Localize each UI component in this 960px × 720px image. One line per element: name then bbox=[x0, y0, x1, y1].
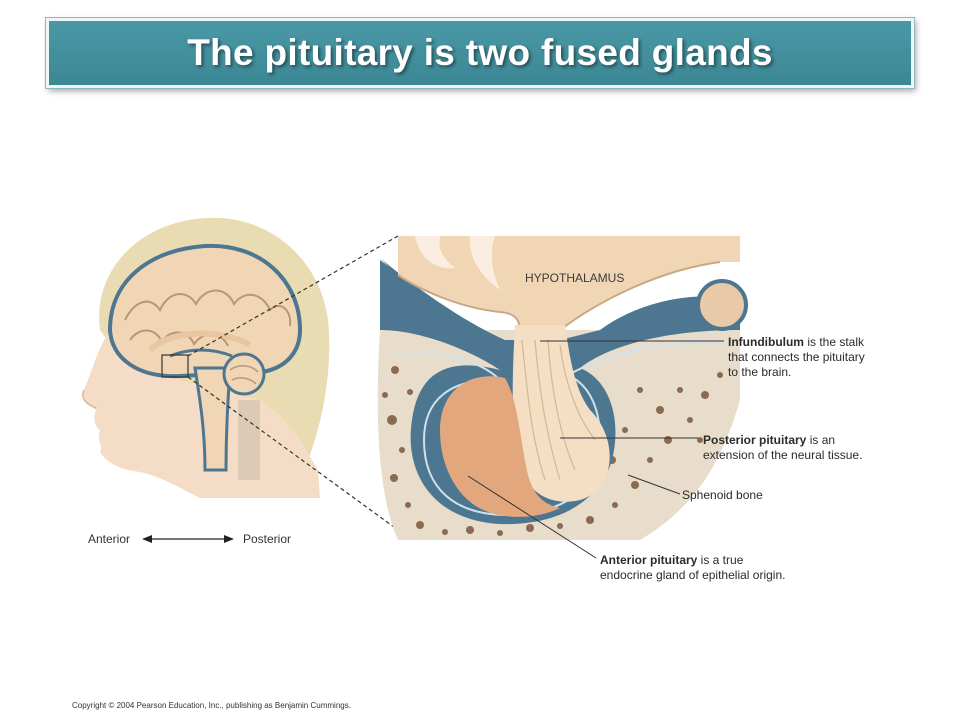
callout-text: that connects the pituitary bbox=[728, 350, 865, 364]
callout-sphenoid-bone: Sphenoid bone bbox=[682, 488, 763, 502]
callout-posterior-pituitary: Posterior pituitary is an extension of t… bbox=[703, 433, 862, 463]
callout-text: endocrine gland of epithelial origin. bbox=[600, 568, 786, 582]
callout-leader-lines bbox=[467, 340, 724, 559]
posterior-label: Posterior bbox=[243, 532, 292, 546]
callout-text: extension of the neural tissue. bbox=[703, 448, 863, 462]
callout-infundibulum: Infundibulum is the stalk that connects … bbox=[728, 335, 865, 380]
title-banner: The pituitary is two fused glands bbox=[46, 18, 914, 88]
hypothalamus-label: HYPOTHALAMUS bbox=[525, 271, 625, 285]
copyright-notice: Copyright © 2004 Pearson Education, Inc.… bbox=[72, 701, 351, 710]
callout-anterior-pituitary: Anterior pituitary is a true endocrine g… bbox=[600, 553, 785, 583]
callout-term: Posterior pituitary bbox=[703, 433, 807, 447]
callout-term: Anterior pituitary bbox=[600, 553, 698, 567]
anterior-leader bbox=[467, 475, 597, 559]
zoom-connector-lines bbox=[187, 235, 399, 531]
child-head-illustration bbox=[82, 217, 330, 498]
anterior-label: Anterior bbox=[88, 532, 131, 546]
slide-title: The pituitary is two fused glands bbox=[187, 32, 773, 73]
callout-text: is an bbox=[806, 433, 836, 447]
orientation-arrow bbox=[142, 535, 234, 543]
callout-term: Infundibulum bbox=[728, 335, 804, 349]
callout-text: is the stalk bbox=[803, 335, 865, 349]
magnified-pituitary bbox=[377, 236, 748, 540]
sphenoid-leader bbox=[627, 474, 681, 495]
callout-text: to the brain. bbox=[728, 365, 792, 379]
callout-text: is a true bbox=[697, 553, 744, 567]
